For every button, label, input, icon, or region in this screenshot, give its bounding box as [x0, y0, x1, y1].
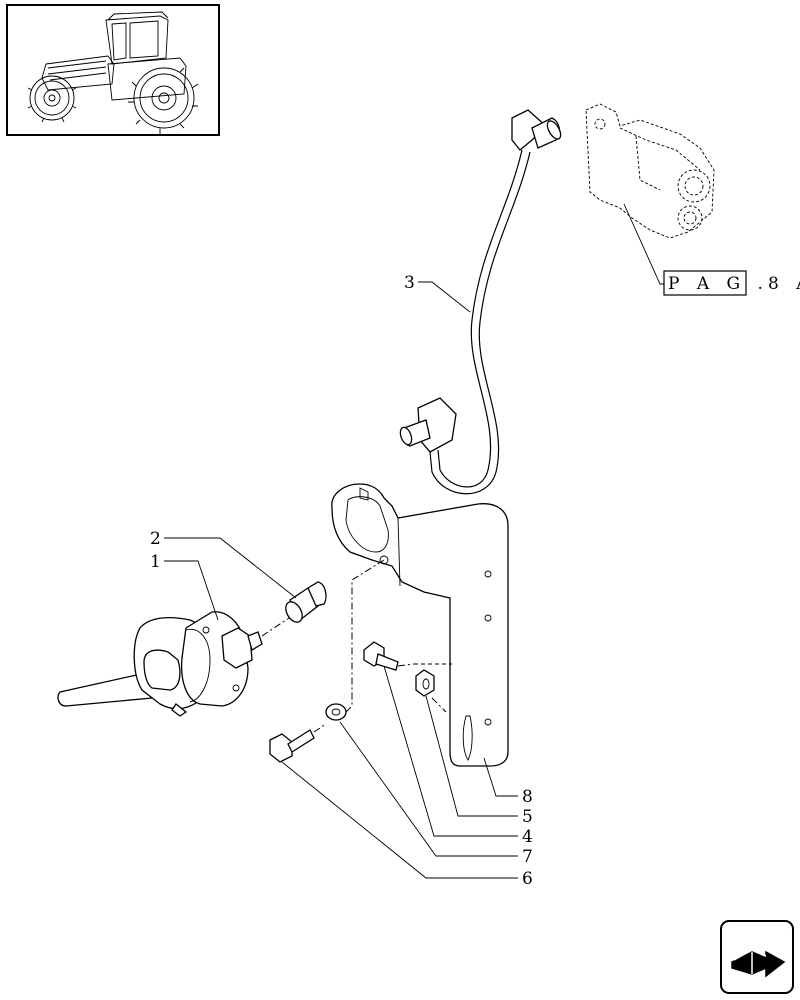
callout-8: 8 [522, 787, 533, 807]
tap-assembly [57, 611, 293, 717]
callout-3: 3 [404, 273, 415, 293]
callout-1: 1 [150, 552, 161, 572]
tractor-icon [27, 11, 199, 134]
page-reference-page: 8 A [768, 274, 800, 294]
next-page-button[interactable] [720, 920, 794, 994]
callout-6: 6 [522, 869, 533, 889]
tractor-thumbnail [6, 4, 220, 136]
washer [325, 559, 385, 721]
bolt-upper [363, 641, 415, 671]
nut [415, 669, 447, 713]
bolt-lower [269, 723, 327, 763]
bracket [331, 483, 509, 767]
next-page-arrow-icon [731, 949, 786, 978]
callout-2: 2 [150, 529, 161, 549]
page-reference[interactable]: P A G . 8 A [663, 270, 800, 296]
callout-4: 4 [522, 827, 533, 847]
callout-5: 5 [522, 807, 533, 827]
callout-7: 7 [522, 847, 533, 867]
page-reference-box-label: P A G . [668, 274, 769, 294]
callout-leaders [164, 281, 518, 879]
valve-block [585, 103, 715, 285]
hose-assembly [399, 109, 562, 495]
fitting [285, 581, 327, 623]
